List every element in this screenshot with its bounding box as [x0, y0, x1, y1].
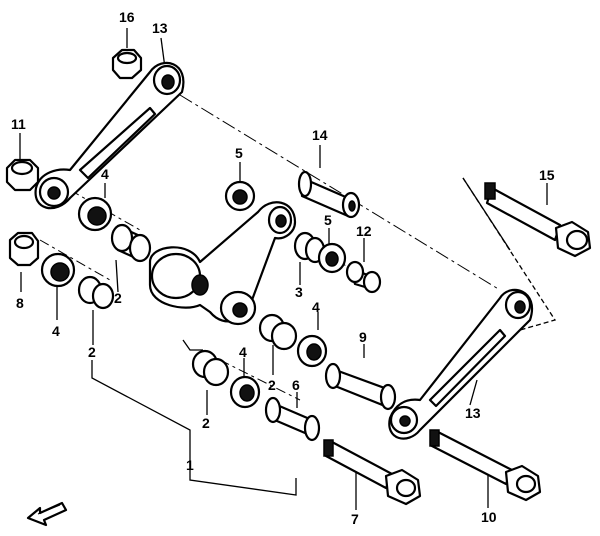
collar-12	[345, 260, 382, 294]
part-labels: 16 13 11 14 5 4 15 5 12 3 2 8 4 2 4 9 4 …	[11, 9, 555, 527]
bolt-7	[323, 439, 422, 506]
label-4-lower: 4	[239, 344, 247, 360]
bushing-4-b	[40, 252, 76, 288]
label-5-right: 5	[324, 212, 332, 228]
label-12: 12	[356, 223, 372, 239]
bolt-10	[429, 429, 542, 502]
link-plate-13-right	[388, 288, 533, 440]
label-2-upper: 2	[114, 290, 122, 306]
label-2-left: 2	[88, 344, 96, 360]
label-10: 10	[481, 509, 497, 525]
nut-8	[8, 231, 40, 267]
label-4-right: 4	[312, 299, 320, 315]
leader-lines	[19, 28, 557, 510]
label-2-lower-right: 2	[268, 377, 276, 393]
label-1: 1	[186, 457, 194, 473]
label-5-top: 5	[235, 145, 243, 161]
bushing-4-d	[229, 375, 261, 409]
bearing-2-c	[258, 313, 298, 351]
label-9: 9	[359, 329, 367, 345]
label-3: 3	[295, 284, 303, 300]
label-13-bottom: 13	[465, 405, 481, 421]
seal-5-right	[317, 242, 347, 274]
label-7: 7	[351, 511, 359, 527]
label-4-left: 4	[52, 323, 60, 339]
nut-16	[111, 48, 143, 80]
label-11: 11	[11, 116, 26, 132]
front-arrow-icon	[26, 501, 68, 527]
label-14: 14	[312, 127, 328, 143]
seal-5-top	[224, 180, 256, 212]
label-15: 15	[539, 167, 555, 183]
bearing-2-d	[191, 349, 230, 387]
nut-11	[5, 158, 40, 192]
label-13-top: 13	[152, 20, 168, 36]
label-4-top: 4	[101, 166, 109, 182]
link-plate-13-left	[34, 61, 185, 210]
label-16: 16	[119, 9, 135, 25]
bushing-4-a	[77, 196, 113, 232]
bearing-2-a	[110, 223, 152, 263]
bearing-3	[293, 231, 326, 264]
sleeve-6	[264, 396, 321, 442]
label-6: 6	[292, 377, 300, 393]
label-2-lower: 2	[202, 415, 210, 431]
label-8: 8	[16, 295, 24, 311]
sleeve-14	[297, 170, 361, 219]
bearing-2-b	[77, 275, 115, 310]
bolt-15	[484, 182, 592, 258]
cushion-lever-1	[148, 201, 297, 326]
sleeve-9	[324, 362, 397, 411]
bushing-4-c	[296, 334, 328, 368]
